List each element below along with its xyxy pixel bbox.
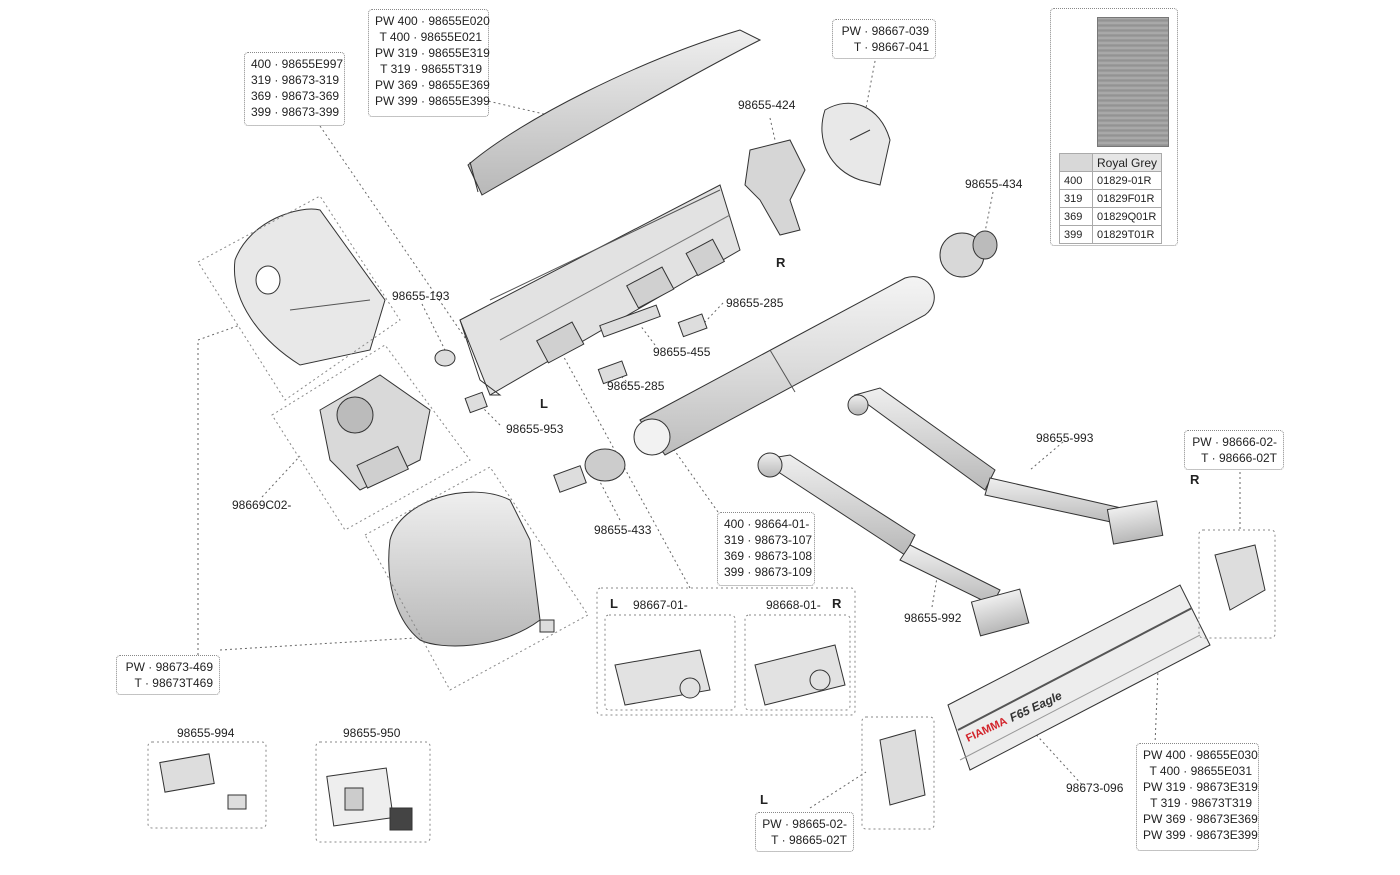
callout-line: PW · 98666-02- [1192, 435, 1277, 449]
callout-front-profile: PW 400 · 98655E030 T 400 · 98655E031 PW … [1136, 743, 1259, 851]
leader-lines [197, 55, 1241, 809]
callout-line: 369 · 98673-369 [251, 89, 340, 103]
callout-line: PW 369 · 98673E369 [1143, 812, 1258, 826]
callout-end-cap-r: PW · 98666-02- T · 98666-02T [1184, 430, 1284, 470]
callout-line: T 400 · 98655E021 [379, 30, 482, 44]
label-98655-193: 98655-193 [392, 289, 450, 303]
end-plug-part [939, 230, 998, 278]
callout-line: 400 · 98664-01- [724, 517, 810, 531]
fabric-size: 319 [1059, 189, 1093, 208]
table-row: 399 01829T01R [1059, 225, 1163, 244]
callout-top-cover: PW 400 · 98655E020 T 400 · 98655E021 PW … [368, 9, 490, 117]
label-98668-01: 98668-01- [766, 598, 821, 612]
front-profile-part: FIAMMA F65 Eagle [947, 584, 1211, 771]
arm-left-part [757, 452, 1030, 637]
end-cap-l-part [879, 729, 926, 806]
label-98655-433: 98655-433 [594, 523, 652, 537]
callout-line: PW 319 · 98655E319 [375, 46, 490, 60]
label-98655-434: 98655-434 [965, 177, 1023, 191]
callout-line: T 319 · 98673T319 [1150, 796, 1252, 810]
callout-line: 399 · 98673-399 [251, 105, 340, 119]
side-r-box: R [832, 596, 842, 611]
right-cap-part [821, 102, 891, 186]
callout-right-cap: PW · 98667-039 T · 98667-041 [832, 19, 936, 59]
callout-line: PW 369 · 98655E369 [375, 78, 490, 92]
bracket-r-part [754, 644, 846, 706]
callout-line: 319 · 98673-319 [251, 73, 340, 87]
label-98655-950: 98655-950 [343, 726, 401, 740]
callout-line: T · 98665-02T [771, 833, 847, 847]
fabric-size: 400 [1059, 171, 1093, 190]
callout-line: T · 98667-041 [853, 40, 929, 54]
side-r-arm: R [1190, 472, 1200, 487]
label-98655-992: 98655-992 [904, 611, 962, 625]
callout-line: PW · 98665-02- [762, 817, 847, 831]
side-r-top: R [776, 255, 786, 270]
table-row: 400 01829-01R [1059, 171, 1163, 190]
callout-line: PW 399 · 98655E399 [375, 94, 490, 108]
bracket-l-part [614, 649, 711, 706]
callout-left-cap: 400 · 98655E997 319 · 98673-319 369 · 98… [244, 52, 345, 126]
left-end-cap-part [233, 208, 386, 366]
fabric-code: 01829F01R [1091, 189, 1163, 208]
callout-line: 369 · 98673-108 [724, 549, 813, 563]
roller-tube-part [633, 276, 935, 456]
label-98655-994: 98655-994 [177, 726, 235, 740]
small-parts [434, 304, 708, 414]
label-98655-285-b: 98655-285 [607, 379, 665, 393]
table-row: 369 01829Q01R [1059, 207, 1163, 226]
side-l-mid: L [540, 396, 548, 411]
cassette-body-part [459, 184, 741, 396]
table-row: 319 01829F01R [1059, 189, 1163, 208]
remote-part [159, 753, 247, 810]
label-98655-455: 98655-455 [653, 345, 711, 359]
callout-line: 400 · 98655E997 [251, 57, 344, 71]
label-98655-953: 98655-953 [506, 422, 564, 436]
arm-right-part [847, 387, 1164, 545]
top-cover-part [467, 29, 762, 196]
callout-line: T 400 · 98655E031 [1149, 764, 1252, 778]
callout-line: PW 400 · 98655E030 [1143, 748, 1258, 762]
fabric-code: 01829-01R [1091, 171, 1163, 190]
fabric-panel: Royal Grey 400 01829-01R 319 01829F01R 3… [1050, 8, 1178, 246]
right-bracket-part [744, 139, 806, 236]
fabric-table: Royal Grey 400 01829-01R 319 01829F01R 3… [1059, 153, 1163, 244]
callout-roller-tube: 400 · 98664-01- 319 · 98673-107 369 · 98… [717, 512, 815, 586]
label-98669C02: 98669C02- [232, 498, 292, 512]
fabric-header-blank [1059, 153, 1093, 172]
motor-part [319, 374, 431, 491]
callout-motor-cover: PW · 98673-469 T · 98673T469 [116, 655, 220, 695]
callout-line: T · 98666-02T [1201, 451, 1277, 465]
label-98655-285-a: 98655-285 [726, 296, 784, 310]
callout-line: PW 399 · 98673E399 [1143, 828, 1258, 842]
group-outlines [147, 195, 1276, 843]
side-l-bottom: L [760, 792, 768, 807]
fabric-swatch [1097, 17, 1169, 147]
label-98655-424: 98655-424 [738, 98, 796, 112]
callout-line: PW · 98667-039 [841, 24, 929, 38]
callout-line: 399 · 98673-109 [724, 565, 813, 579]
fabric-size: 369 [1059, 207, 1093, 226]
callout-line: 319 · 98673-107 [724, 533, 813, 547]
side-l-box: L [610, 596, 618, 611]
callout-line: T 319 · 98655T319 [380, 62, 482, 76]
end-cap-r-part [1214, 544, 1266, 611]
fabric-size: 399 [1059, 225, 1093, 244]
label-98655-993: 98655-993 [1036, 431, 1094, 445]
drive-gear-part [553, 448, 626, 493]
fabric-code: 01829T01R [1091, 225, 1163, 244]
callout-line: PW · 98673-469 [125, 660, 213, 674]
fabric-name: Royal Grey [1091, 153, 1163, 172]
callout-end-cap-l: PW · 98665-02- T · 98665-02T [755, 812, 854, 852]
switch-part [326, 767, 413, 831]
callout-line: PW 319 · 98673E319 [1143, 780, 1258, 794]
motor-cover-part [388, 491, 555, 647]
callout-line: PW 400 · 98655E020 [375, 14, 490, 28]
fabric-header-row: Royal Grey [1059, 153, 1163, 172]
fabric-code: 01829Q01R [1091, 207, 1163, 226]
label-98667-01: 98667-01- [633, 598, 688, 612]
callout-line: T · 98673T469 [134, 676, 214, 690]
label-98673-096: 98673-096 [1066, 781, 1124, 795]
